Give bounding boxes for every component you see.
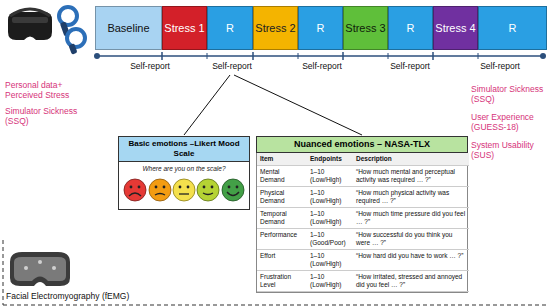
table-cell: “How much mental and perceptual activity… (353, 166, 469, 187)
table-cell: 1–10 (Good/Poor) (307, 229, 353, 250)
timeline-segment: Baseline (95, 6, 162, 50)
vr-controller-icon (59, 7, 85, 55)
likert-panel: Basic emotions –Likert Mood ScaleWhere a… (118, 136, 250, 210)
table-cell: Temporal Demand (257, 208, 307, 229)
questionnaire-label: User Experience (GUESS-18) (471, 112, 545, 132)
timeline-segment: Stress 1 (162, 6, 207, 50)
table-cell: Mental Demand (257, 166, 307, 187)
panel-heading: Nuanced emotions – NASA-TLX (257, 137, 467, 152)
timeline-segment: R (388, 6, 433, 50)
segment-label: Stress 4 (435, 22, 475, 34)
nasa-table: ItemEndpointsDescriptionMental Demand1–1… (256, 153, 468, 293)
timeline-axis (94, 52, 546, 60)
table-cell: 1–10 (Low/High) (307, 271, 353, 292)
timeline-segment: R (207, 6, 253, 50)
table-cell: Frustration Level (257, 271, 307, 292)
leader-line (184, 75, 362, 135)
table-cell: Performance (257, 229, 307, 250)
femg-mask-icon (10, 252, 70, 286)
table-header-cell: Endpoints (307, 153, 353, 166)
table-cell: 1–10 (Low/High) (307, 250, 353, 271)
vr-headset-icon (8, 9, 52, 40)
table-cell: “How irritated, stressed and annoyed did… (353, 271, 469, 292)
questionnaire-label: Simulator Sickness (SSQ) (471, 84, 545, 104)
self-report-label: Self-report (380, 61, 440, 71)
segment-label: R (509, 22, 517, 34)
table-header-cell: Item (257, 153, 307, 166)
mood-scale-faces (121, 175, 247, 205)
self-report-label: Self-report (202, 61, 262, 71)
nasa-panel: Nuanced emotions – NASA-TLX (256, 136, 468, 153)
table-cell: 1–10 (Low/High) (307, 208, 353, 229)
timeline-segment: Stress 4 (433, 6, 478, 50)
segment-label: R (226, 22, 234, 34)
femg-label: Facial Electromyography (fEMG) (6, 291, 226, 301)
table-cell: “How much physical activity was required… (353, 187, 469, 208)
timeline-segment: R (298, 6, 343, 50)
timeline-segment: Stress 2 (253, 6, 298, 50)
segment-label: Baseline (107, 22, 149, 34)
segment-label: R (407, 22, 415, 34)
segment-label: Stress 3 (345, 22, 385, 34)
questionnaire-label: System Usability (SUS) (471, 140, 545, 160)
segment-label: Stress 1 (164, 22, 204, 34)
table-cell: 1–10 (Low/High) (307, 187, 353, 208)
timeline-segment: R (478, 6, 547, 50)
segment-label: R (317, 22, 325, 34)
table-cell: “How much time pressure did you feel … ?… (353, 208, 469, 229)
panel-heading: Basic emotions –Likert Mood Scale (119, 137, 249, 162)
timeline-segment: Stress 3 (343, 6, 388, 50)
table-header-cell: Description (353, 153, 469, 166)
self-report-label: Self-report (120, 61, 180, 71)
questionnaire-label: Simulator Sickness (SSQ) (5, 106, 93, 126)
questionnaire-label: Personal data+ Perceived Stress (5, 80, 93, 100)
table-cell: 1–10 (Low/High) (307, 166, 353, 187)
self-report-label: Self-report (470, 61, 530, 71)
segment-label: Stress 2 (255, 22, 295, 34)
table-cell: “How successful do you think you were … … (353, 229, 469, 250)
self-report-label: Self-report (292, 61, 352, 71)
panel-question: Where are you on the scale? (119, 162, 249, 175)
table-cell: Effort (257, 250, 307, 271)
table-cell: Physical Demand (257, 187, 307, 208)
table-cell: “How hard did you have to work … ?” (353, 250, 469, 271)
